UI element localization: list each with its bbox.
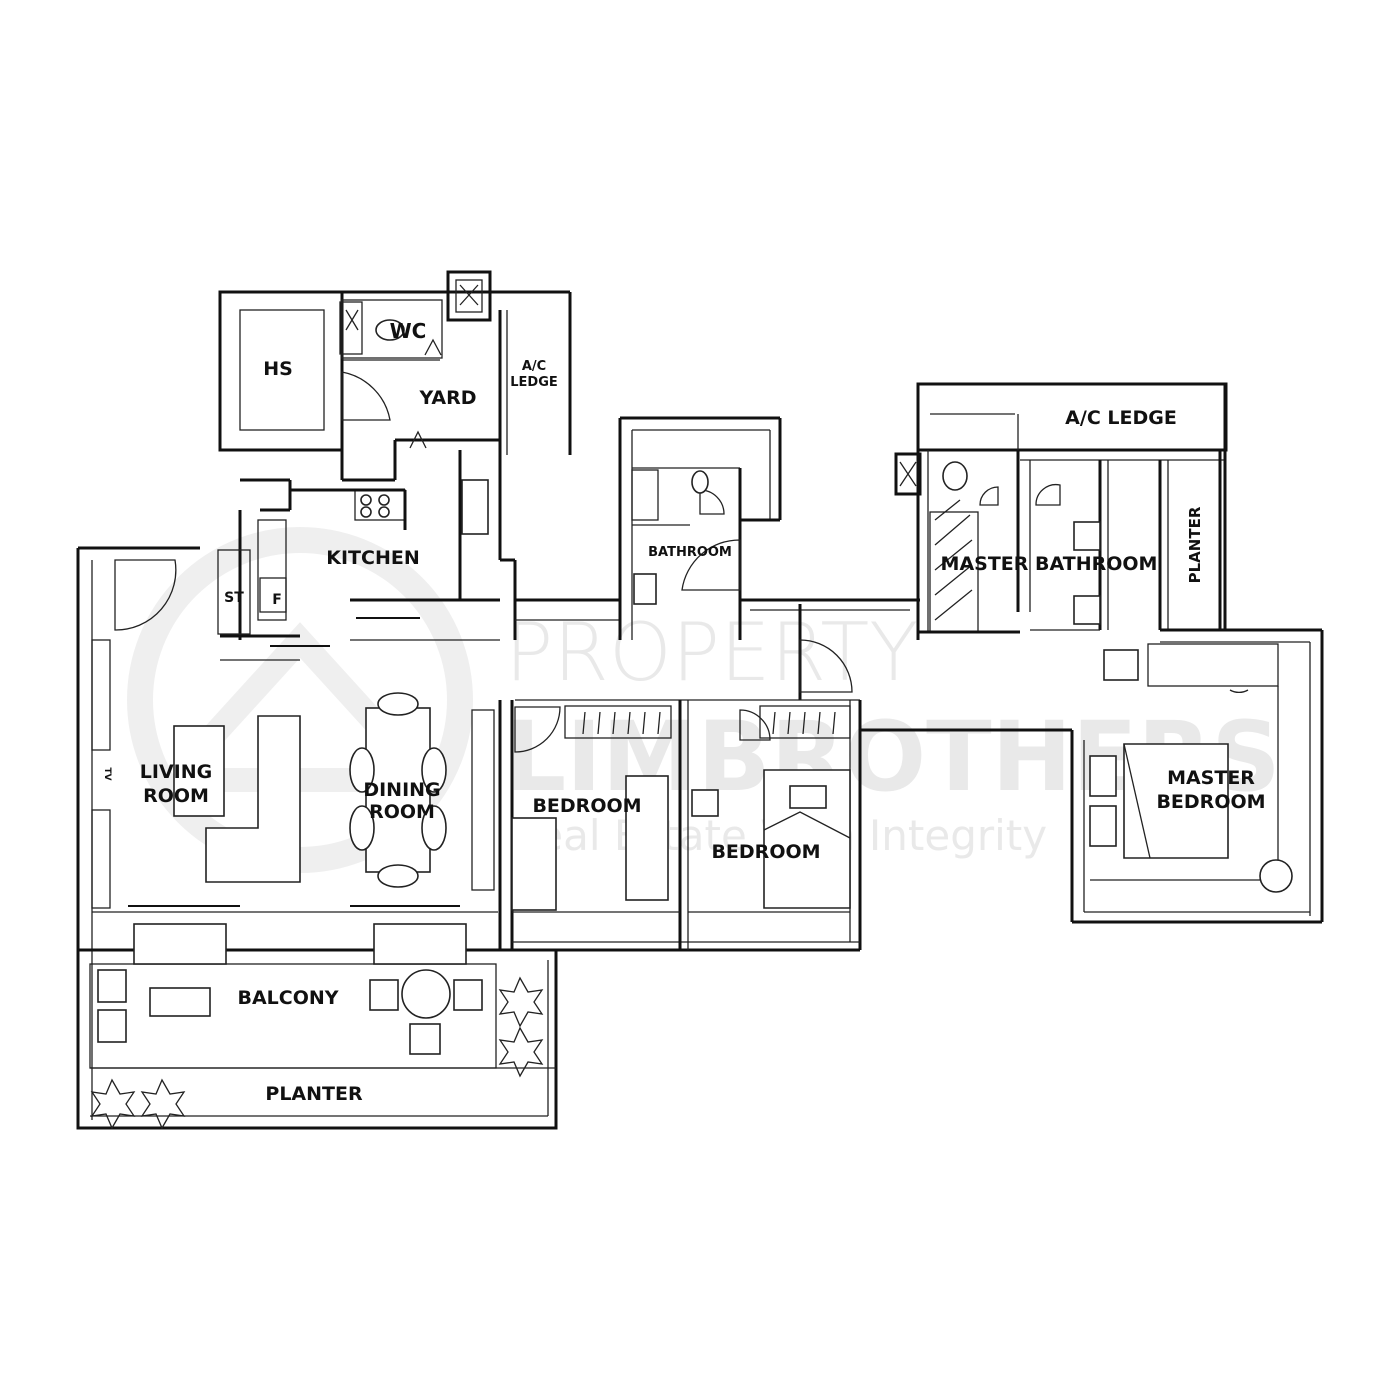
hs-door xyxy=(341,371,391,421)
label-dining-1: DINING xyxy=(363,779,440,801)
label-dining-2: ROOM xyxy=(369,801,435,823)
stove-icon xyxy=(360,494,390,518)
master-bath-door2 xyxy=(1035,483,1061,506)
label-st: ST xyxy=(224,590,244,606)
wardrobes xyxy=(564,499,973,739)
label-master-bathroom: MASTER BATHROOM xyxy=(941,553,1158,575)
yard-door xyxy=(409,430,427,449)
master-bath-door1 xyxy=(979,486,999,506)
flower-icon xyxy=(90,976,544,1130)
label-ac-ledge-small-2: LEDGE xyxy=(510,375,558,390)
master-bed xyxy=(1123,743,1229,859)
wardrobe-bedroom1 xyxy=(564,705,672,739)
balcony-round-table xyxy=(401,969,451,1019)
x-box-icon xyxy=(345,284,917,487)
hs-inner-wall xyxy=(239,309,325,431)
label-f: F xyxy=(272,592,282,608)
label-kitchen: KITCHEN xyxy=(326,547,419,569)
label-yard: YARD xyxy=(418,387,476,409)
balcony-sofa-left xyxy=(133,923,227,965)
wc-door xyxy=(424,338,442,356)
label-wc: WC xyxy=(390,319,427,343)
coffee-table xyxy=(173,725,225,817)
furniture xyxy=(97,284,1293,1055)
label-planter-vertical: PLANTER xyxy=(1186,506,1204,583)
wardrobe-bedroom2 xyxy=(759,705,851,739)
label-ac-ledge-small-1: A/C xyxy=(522,359,546,374)
living-door xyxy=(114,559,177,631)
label-planter: PLANTER xyxy=(265,1083,363,1105)
sliding-doors xyxy=(128,617,460,907)
kitchen-sink xyxy=(461,479,489,535)
sink-icon xyxy=(633,521,1101,625)
label-hs: HS xyxy=(263,358,293,380)
label-living-1: LIVING xyxy=(140,761,212,783)
label-balcony: BALCONY xyxy=(237,987,338,1009)
toilet-icon xyxy=(375,319,968,494)
doors xyxy=(114,338,1249,753)
balcony-sofa-right xyxy=(373,923,467,965)
bathroom-door xyxy=(681,539,741,591)
label-living-2: ROOM xyxy=(143,785,209,807)
walls xyxy=(76,270,1324,1130)
bedroom1-desk xyxy=(511,817,557,911)
label-master-bedroom-1: MASTER xyxy=(1167,767,1255,789)
label-ac-ledge: A/C LEDGE xyxy=(1065,407,1177,429)
bathroom-inner-door xyxy=(699,489,725,515)
bedroom1-bed xyxy=(625,775,669,901)
label-master-bedroom-2: BEDROOM xyxy=(1156,791,1265,813)
corridor-door xyxy=(799,639,853,693)
master-bedroom-door xyxy=(1229,689,1249,694)
balcony-table xyxy=(149,987,211,1017)
room-labels: HS WC YARD A/C LEDGE KITCHEN ST F BATHRO… xyxy=(102,319,1266,1105)
watermark-line1: PROPERTY xyxy=(505,606,918,699)
bedroom1-door xyxy=(514,706,561,753)
bedroom2-door xyxy=(739,709,771,741)
label-bedroom-1: BEDROOM xyxy=(532,795,641,817)
bedroom2-bed xyxy=(763,769,851,909)
label-bedroom-2: BEDROOM xyxy=(711,841,820,863)
sofa xyxy=(205,715,301,883)
label-tv: TV xyxy=(102,767,112,780)
label-bathroom: BATHROOM xyxy=(648,545,732,560)
